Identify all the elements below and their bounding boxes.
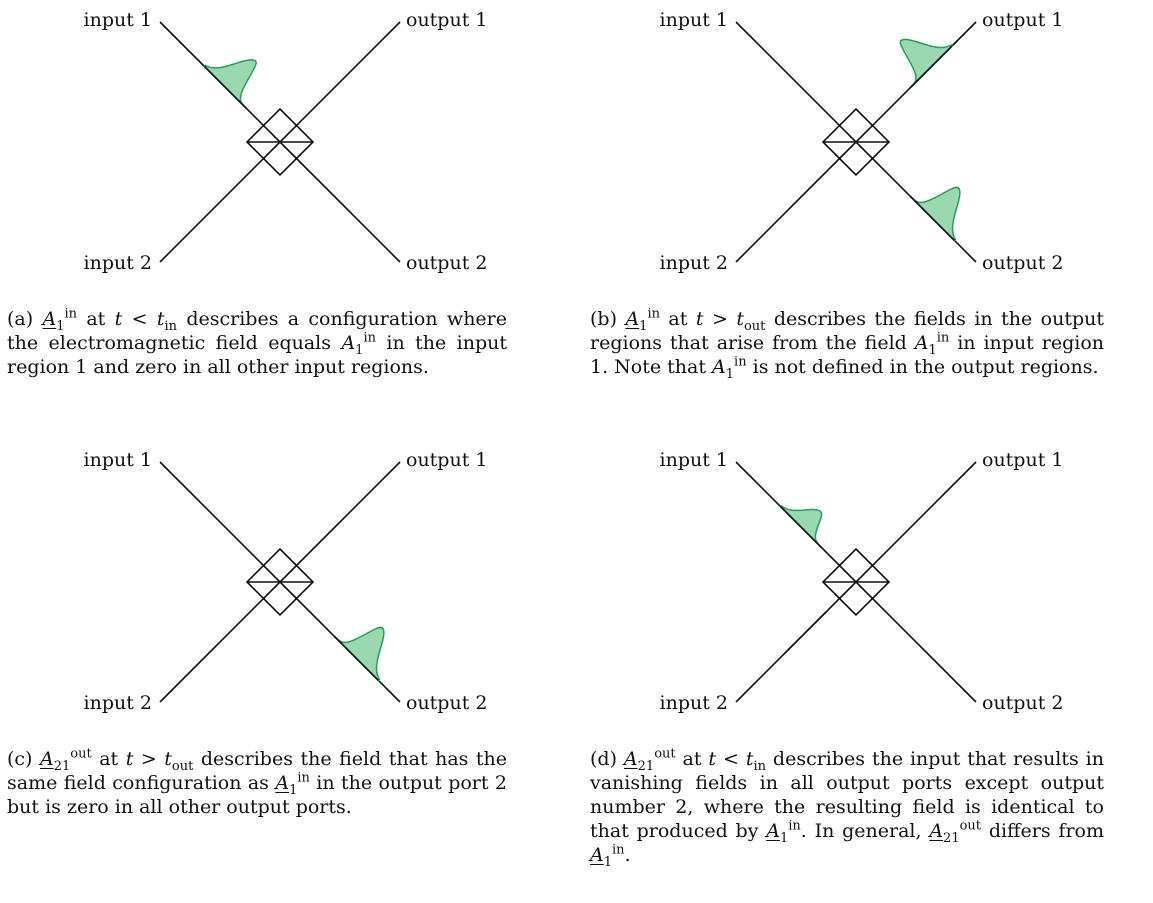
arm-in2 bbox=[159, 141, 281, 263]
pulse-out2 bbox=[909, 186, 961, 242]
label-output2: output 2 bbox=[406, 252, 487, 274]
label-output1: output 1 bbox=[406, 9, 487, 31]
caption-a: (a) A1in at t < tin describes a configur… bbox=[7, 306, 507, 378]
pulse-out2 bbox=[333, 626, 385, 682]
label-input2: input 2 bbox=[660, 692, 728, 714]
label-output2: output 2 bbox=[982, 692, 1063, 714]
beamsplitter: input 1 output 1 input 2 output 2 bbox=[660, 9, 1064, 274]
pulse-out1 bbox=[899, 38, 954, 89]
arm-out1 bbox=[279, 21, 401, 143]
label-input2: input 2 bbox=[84, 252, 152, 274]
label-output1: output 1 bbox=[982, 449, 1063, 471]
arm-out2 bbox=[855, 581, 977, 703]
arm-in2 bbox=[159, 581, 281, 703]
beamsplitter-diagram: input 1 output 1 input 2 output 2 bbox=[84, 9, 488, 274]
caption-c: (c) A21out at t > tout describes the fie… bbox=[7, 746, 508, 818]
label-input2: input 2 bbox=[84, 692, 152, 714]
panel-b: input 1 output 1 input 2 output 2 (b) A1in … bbox=[576, 0, 1153, 450]
pulse-baseline bbox=[783, 611, 827, 655]
label-output2: output 2 bbox=[406, 692, 487, 714]
arm-out1 bbox=[279, 461, 401, 583]
label-output1: output 1 bbox=[982, 9, 1063, 31]
pulse-baseline bbox=[909, 45, 953, 89]
arm-in1 bbox=[735, 21, 857, 143]
label-output1: output 1 bbox=[406, 449, 487, 471]
panel-c: input 1 output 1 input 2 output 2 (c) A21ou… bbox=[0, 440, 576, 903]
beamsplitter-diagram: input 1 output 1 input 2 output 2 bbox=[84, 449, 488, 714]
beamsplitter-cube bbox=[245, 107, 315, 177]
arm-in2 bbox=[735, 141, 857, 263]
pulse-baseline bbox=[333, 635, 379, 681]
pulse-baseline bbox=[779, 505, 823, 549]
caption-b: (b) A1in at t > tout describes the field… bbox=[590, 306, 1105, 382]
label-output2: output 2 bbox=[982, 252, 1063, 274]
pulse-baseline bbox=[909, 195, 955, 241]
label-input2: input 2 bbox=[660, 252, 728, 274]
arm-out1 bbox=[855, 461, 977, 583]
label-input1: input 1 bbox=[660, 9, 728, 31]
label-input1: input 1 bbox=[660, 449, 728, 471]
beamsplitter-diagram: input 1 output 1 input 2 output 2 bbox=[660, 449, 1064, 714]
beamsplitter-diagram: input 1 output 1 input 2 output 2 bbox=[660, 9, 1064, 274]
panel-a: input 1 output 1 input 2 output 2 (a) A1in … bbox=[0, 0, 576, 450]
arm-in1 bbox=[159, 461, 281, 583]
label-input1: input 1 bbox=[84, 9, 152, 31]
beamsplitter: input 1 output 1 input 2 output 2 bbox=[84, 9, 488, 274]
caption-d: (d) A21out at t < tin describes the inpu… bbox=[590, 746, 1104, 870]
beamsplitter-cube bbox=[821, 547, 891, 617]
pulse-baseline bbox=[203, 65, 247, 109]
label-input1: input 1 bbox=[84, 449, 152, 471]
beamsplitter-cube bbox=[245, 547, 315, 617]
pulse-in1 bbox=[203, 59, 257, 109]
arm-out2 bbox=[279, 141, 401, 263]
beamsplitter-cube bbox=[821, 107, 891, 177]
panel-d: input 1 output 1 input 2 output 2 (d) A21ou… bbox=[576, 440, 1153, 903]
beamsplitter: input 1 output 1 input 2 output 2 bbox=[660, 449, 1064, 714]
beamsplitter: input 1 output 1 input 2 output 2 bbox=[84, 449, 488, 714]
